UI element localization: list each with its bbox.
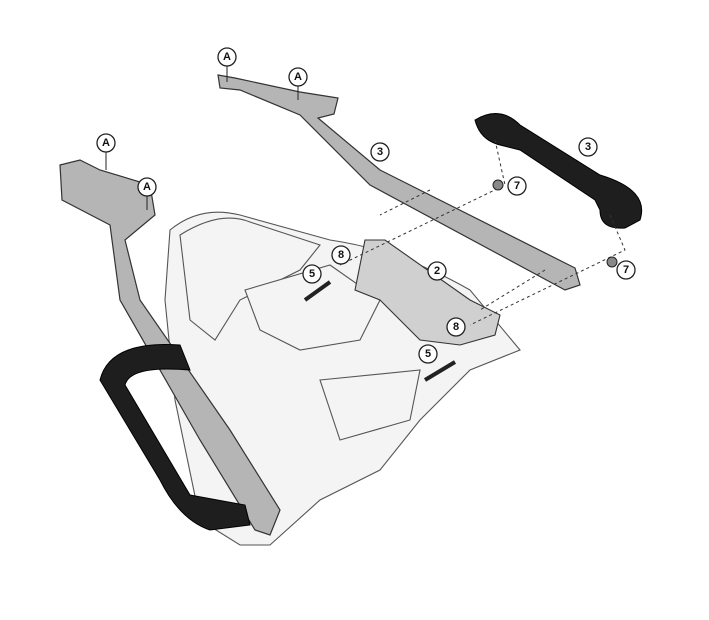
callout-label: A	[143, 181, 151, 193]
bolts	[303, 179, 618, 382]
callout-label: 2	[434, 265, 440, 277]
callout-label: A	[294, 71, 302, 83]
callout-a1: A	[217, 47, 237, 82]
callout-p8b: 8	[446, 317, 466, 337]
callout-a2: A	[288, 67, 308, 100]
callout-label: 5	[309, 268, 315, 280]
callout-p7a: 7	[507, 176, 527, 196]
callout-label: 8	[338, 249, 344, 261]
right-rail-part-3	[217, 74, 581, 291]
callout-p5a: 5	[302, 264, 322, 284]
callout-a4: A	[137, 177, 157, 210]
callout-label: 7	[623, 264, 629, 276]
right-grab-handle-part-3	[474, 113, 642, 229]
callout-p3a: 3	[370, 142, 390, 162]
callout-label: 5	[425, 348, 431, 360]
callout-p8a: 8	[331, 245, 351, 265]
callout-label: A	[223, 51, 231, 63]
callout-label: 7	[514, 180, 520, 192]
callout-p2: 2	[427, 261, 447, 281]
callout-label: 3	[377, 146, 383, 158]
callout-p3b: 3	[578, 137, 598, 157]
callout-p7b: 7	[616, 260, 636, 280]
callout-p5b: 5	[418, 344, 438, 364]
callout-a3: A	[96, 133, 116, 170]
callout-label: 3	[585, 141, 591, 153]
left-grab-handle	[99, 343, 251, 531]
callout-label: A	[102, 137, 110, 149]
assembly-guide-lines	[339, 139, 626, 326]
callout-label: 8	[453, 321, 459, 333]
